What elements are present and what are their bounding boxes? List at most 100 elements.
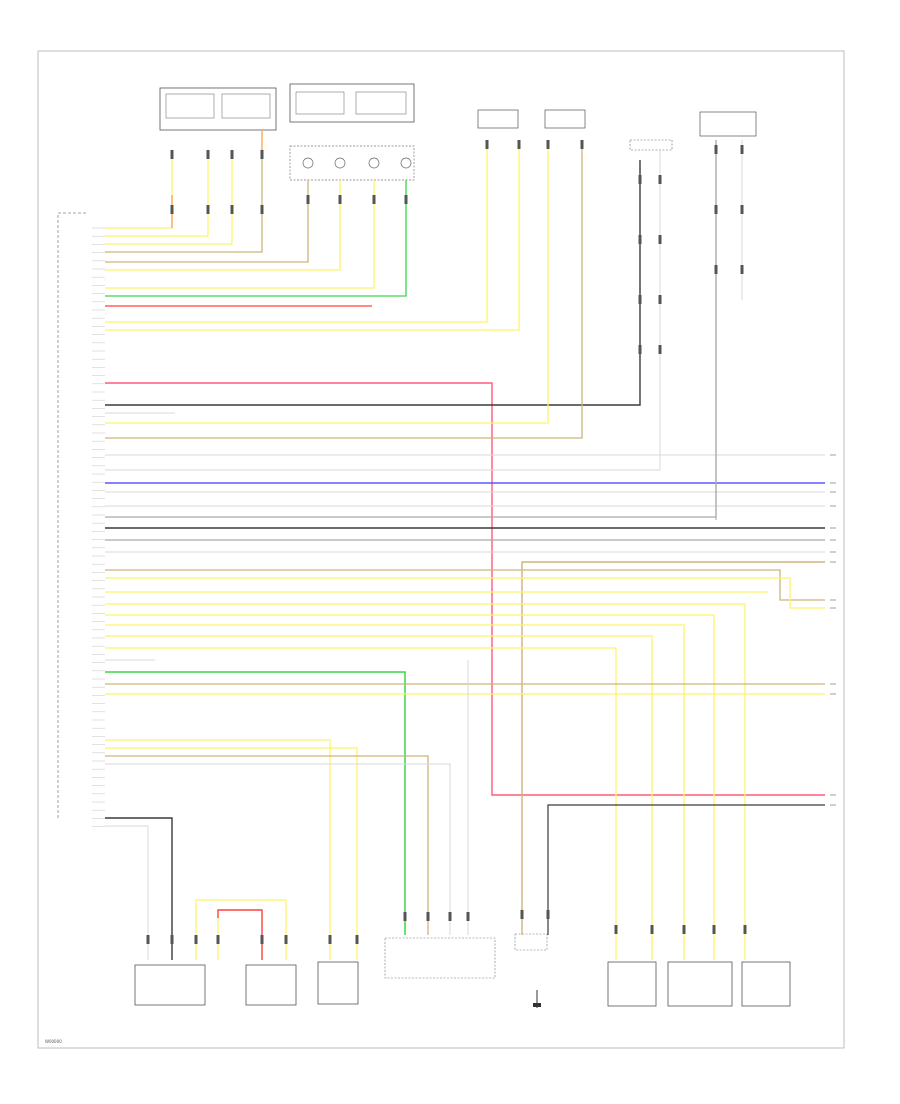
terminal-mark	[520, 910, 524, 919]
terminal-mark	[355, 935, 359, 944]
terminal-mark	[658, 345, 662, 354]
clock-spring-terminal	[400, 157, 412, 169]
passenger-squib-box	[221, 93, 271, 119]
wire-curtain-left-1	[105, 140, 488, 323]
wire-passenger-airbag-1	[105, 150, 233, 245]
wire-curtain-right-1	[105, 140, 549, 424]
wire-pale-pretensioner	[105, 825, 149, 960]
wire-green-buckle	[105, 671, 406, 935]
wire-side-lh-2	[105, 747, 358, 960]
wire-side-rh-1	[105, 603, 746, 960]
terminal-mark	[170, 150, 174, 159]
wire-passenger-airbag-2	[105, 150, 263, 253]
terminal-mark	[206, 150, 210, 159]
wire-buckle-3	[105, 763, 451, 935]
terminal-mark	[404, 195, 408, 204]
side-airbag-rh	[741, 961, 791, 1007]
terminal-mark	[485, 140, 489, 149]
airbag-module-outline	[57, 212, 86, 820]
terminal-mark	[306, 195, 310, 204]
clock-spring-terminal	[302, 157, 314, 169]
terminal-mark	[546, 140, 550, 149]
terminal-mark	[170, 205, 174, 214]
airbag-module-pins	[92, 227, 105, 827]
terminal-mark	[403, 912, 407, 921]
wire-yellow-right-1	[105, 577, 825, 609]
terminal-mark	[338, 195, 342, 204]
clock-spring-terminals	[302, 157, 412, 169]
wire-tan-right-1	[105, 569, 825, 601]
terminal-mark	[614, 925, 618, 934]
wire-continuation-markers	[830, 454, 836, 806]
wire-gray-sensor	[105, 140, 717, 518]
terminal-mark	[170, 935, 174, 944]
curtain-airbag-right	[544, 109, 586, 129]
wire-driver-airbag-1	[105, 150, 173, 229]
clock-spring-connector	[289, 145, 415, 181]
terminal-mark	[682, 925, 686, 934]
clock-spring-terminal	[368, 157, 380, 169]
terminal-mark	[658, 295, 662, 304]
terminal-mark	[146, 935, 150, 944]
terminal-mark	[580, 140, 584, 149]
wire-rear-lh-2	[105, 647, 617, 960]
wire-tan-occupant	[521, 561, 825, 935]
terminal-mark	[740, 145, 744, 154]
terminal-mark	[638, 235, 642, 244]
wire-clock-green	[105, 180, 407, 297]
terminal-mark	[206, 205, 210, 214]
terminal-mark	[638, 175, 642, 184]
terminal-mark	[714, 145, 718, 154]
terminal-mark	[230, 150, 234, 159]
curtain-airbag-left	[477, 109, 519, 129]
terminal-mark	[638, 345, 642, 354]
terminal-mark	[638, 295, 642, 304]
wire-black-pretensioner	[105, 817, 173, 960]
terminal-mark	[260, 935, 264, 944]
wire-rear-lh-1	[105, 635, 653, 960]
terminal-mark	[284, 935, 288, 944]
seat-belt-pretensioner-lh	[134, 964, 206, 1006]
terminal-mark	[714, 265, 718, 274]
driver-squib-box	[165, 93, 215, 119]
wire-driver-airbag-2	[105, 150, 209, 237]
terminal-mark	[466, 912, 470, 921]
spiral-cable-box	[289, 83, 415, 123]
terminal-mark	[658, 235, 662, 244]
terminal-mark	[260, 205, 264, 214]
wire-curtain-left-2	[105, 140, 520, 331]
terminal-mark	[658, 175, 662, 184]
terminal-mark	[230, 205, 234, 214]
clock-spring-terminal	[334, 157, 346, 169]
wire-center-2	[105, 624, 685, 960]
terminal-mark	[740, 265, 744, 274]
terminal-mark	[743, 925, 747, 934]
steering-pad-box	[355, 91, 407, 115]
terminal-mark	[740, 205, 744, 214]
connector-terminals	[146, 140, 747, 944]
rear-center-airbag	[667, 961, 733, 1007]
terminal-mark	[650, 925, 654, 934]
wire-seat-sensor-red	[217, 909, 263, 960]
terminal-mark	[372, 195, 376, 204]
buckle-switch-group	[384, 937, 496, 979]
terminal-mark	[714, 205, 718, 214]
ground-symbol	[533, 990, 541, 1008]
terminal-mark	[426, 912, 430, 921]
wire-center-1	[105, 614, 715, 960]
terminal-mark	[216, 935, 220, 944]
wire-pink-long	[105, 382, 825, 796]
occupant-sensor-connector	[514, 933, 548, 951]
terminal-mark	[546, 910, 550, 919]
diagram-frame	[37, 50, 845, 1049]
side-airbag-lh	[317, 961, 359, 1005]
terminal-mark	[517, 140, 521, 149]
wire-side-lh-1	[105, 739, 331, 960]
terminal-mark	[194, 935, 198, 944]
diagram-footer-code: W00000	[45, 1039, 62, 1044]
steering-passenger-airbag-connector	[159, 87, 277, 131]
wire-buckle-2	[105, 755, 429, 935]
wire-clock-3	[105, 180, 375, 289]
terminal-mark	[328, 935, 332, 944]
